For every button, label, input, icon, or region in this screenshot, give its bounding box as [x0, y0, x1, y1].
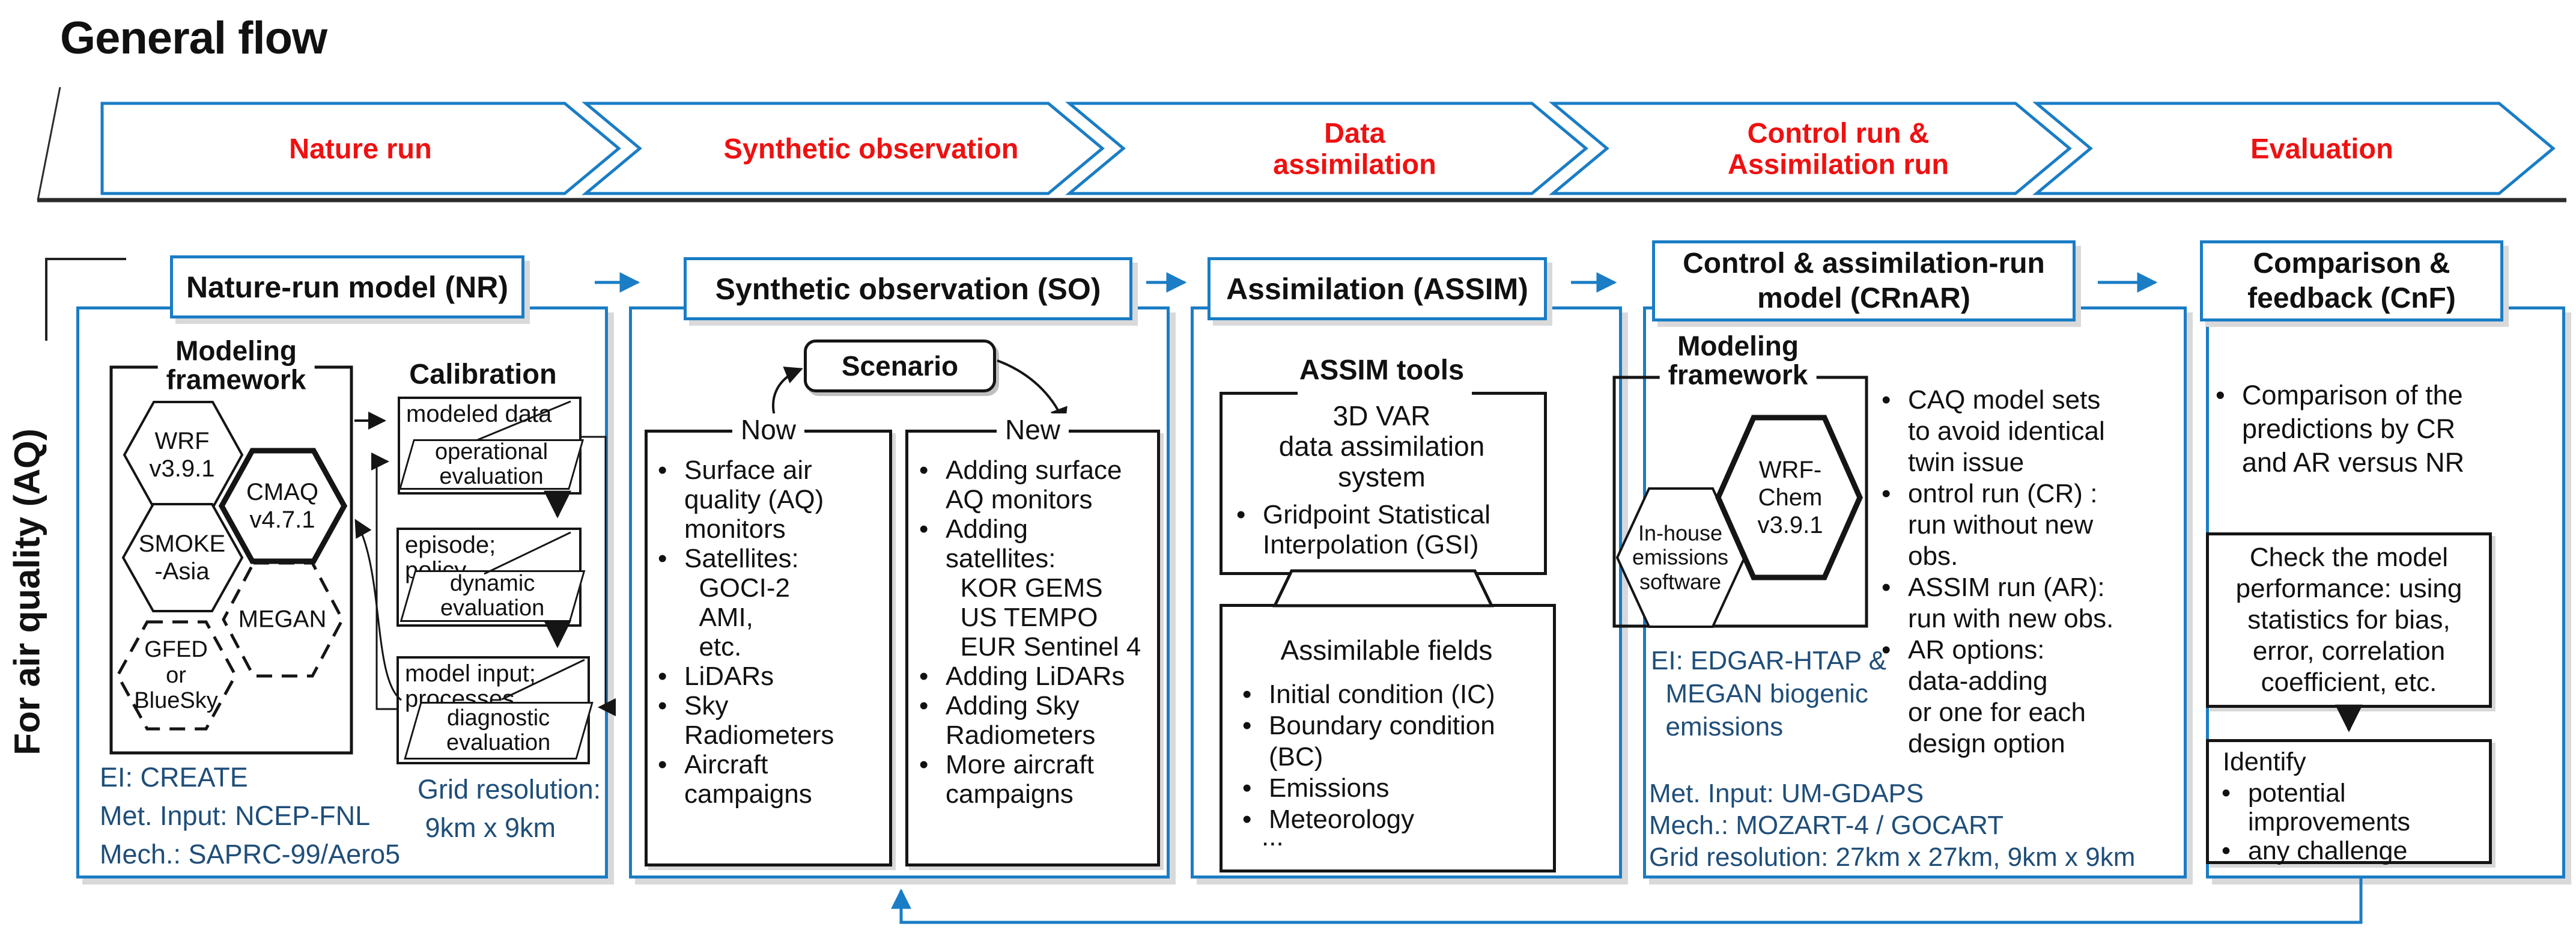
assim-tools-line2: data assimilation system — [1278, 430, 1485, 492]
hex-wrf-label: WRF v3.9.1 — [149, 428, 215, 482]
list-item: Sky Radiometers — [652, 691, 884, 750]
step-evaluation: Evaluation — [2250, 132, 2393, 165]
operational-evaluation-label: operational evaluation — [434, 439, 548, 489]
identify-title: Identify — [2223, 748, 2306, 776]
list-item: Emissions — [1236, 773, 1543, 804]
scenario-label: Scenario — [841, 350, 959, 382]
nr-title-box: Nature-run model (NR) — [170, 255, 524, 318]
timeline-slant — [37, 87, 61, 201]
modeled-data-label: modeled data — [406, 401, 552, 427]
assim-fields-list: Initial condition (IC) Boundary conditio… — [1236, 679, 1543, 835]
hex-inhouse-label: In-house emissions software — [1632, 520, 1729, 594]
list-item: Adding LiDARs — [913, 662, 1156, 691]
dynamic-evaluation-shape: dynamic evaluation — [399, 570, 586, 622]
list-item: Surface air quality (AQ) monitors — [652, 455, 884, 544]
step-data-assim: Data assimilation — [1273, 117, 1436, 180]
scenario-box: Scenario — [804, 340, 996, 392]
now-list: Surface air quality (AQ) monitors Satell… — [652, 455, 884, 809]
diagnostic-evaluation-label: diagnostic evaluation — [446, 705, 551, 755]
hex-gfed-label: GFED or BlueSky — [134, 637, 218, 714]
check-performance-box: Check the model performance: using stati… — [2206, 532, 2492, 708]
so-title: Synthetic observation (SO) — [715, 272, 1101, 306]
new-label: New — [996, 413, 1069, 446]
nr-info-left: EI: CREATE Met. Input: NCEP-FNL Mech.: S… — [100, 762, 401, 869]
hex-smoke-label: SMOKE -Asia — [138, 531, 226, 585]
list-item: LiDARs — [652, 662, 884, 691]
modeled-data-box: modeled data operational evaluation — [398, 397, 585, 495]
list-item: Aircraft campaigns — [652, 750, 884, 809]
episode-policy-box: episode; policy dynamic evaluation — [396, 528, 586, 627]
step-nature-run: Nature run — [289, 132, 432, 165]
list-item: Initial condition (IC) — [1236, 679, 1543, 710]
step-synthetic-obs: Synthetic observation — [723, 132, 1019, 165]
list-item: CAQ model sets to avoid identical twin i… — [1876, 385, 2182, 478]
assim-fields-ellipsis: ... — [1262, 822, 1284, 851]
list-item: ontrol run (CR) : run without new obs. — [1876, 478, 2182, 572]
crnar-title: Control & assimilation-run model (CRnAR) — [1683, 247, 2045, 314]
list-item: any challenge — [2216, 836, 2480, 865]
dynamic-evaluation-label: dynamic evaluation — [440, 570, 545, 621]
list-item: potential improvements — [2216, 779, 2480, 836]
cnf-title: Comparison & feedback (CnF) — [2247, 247, 2456, 314]
assim-tools-bullet-list: Gridpoint Statistical Interpolation (GSI… — [1230, 500, 1531, 560]
step-control-run: Control run & Assimilation run — [1727, 117, 1949, 180]
hex-wrfchem-label: WRF- Chem v3.9.1 — [1757, 457, 1823, 538]
hex-cmaq-label: CMAQ v4.7.1 — [246, 479, 318, 533]
assim-title: Assimilation (ASSIM) — [1226, 272, 1528, 306]
assim-tools-line1: 3D VAR — [1332, 400, 1431, 431]
hex-megan-label: MEGAN — [238, 606, 327, 633]
diagnostic-evaluation-shape: diagnostic evaluation — [404, 702, 594, 760]
list-item: Adding Sky Radiometers — [913, 691, 1156, 750]
list-item: Gridpoint Statistical Interpolation (GSI… — [1230, 500, 1531, 560]
identify-list: potential improvements any challenge — [2216, 779, 2480, 865]
list-item: AR options: data-adding or one for each … — [1876, 635, 2182, 760]
model-input-box: model input; processes diagnostic evalua… — [396, 656, 594, 764]
cnf-title-box: Comparison & feedback (CnF) — [2200, 240, 2503, 321]
nr-calibration-label: Calibration — [409, 358, 557, 390]
crnar-list: CAQ model sets to avoid identical twin i… — [1876, 385, 2182, 760]
so-title-box: Synthetic observation (SO) — [684, 257, 1132, 320]
crnar-info-top: EI: EDGAR-HTAP & MEGAN biogenic emission… — [1651, 646, 1887, 741]
page-title: General flow — [60, 13, 327, 64]
nr-info-right: Grid resolution: 9km x 9km — [418, 774, 601, 843]
list-item: Adding surface AQ monitors — [913, 455, 1156, 514]
list-item: Satellites: GOCI-2 AMI, etc. — [652, 544, 884, 662]
list-item: Adding satellites: KOR GEMS US TEMPO EUR… — [913, 514, 1156, 662]
list-item: More aircraft campaigns — [913, 750, 1156, 809]
list-item: Meteorology — [1236, 804, 1543, 835]
crnar-info-bottom: Met. Input: UM-GDAPS Mech.: MOZART-4 / G… — [1649, 779, 2136, 872]
list-item: Comparison of the predictions by CR and … — [2210, 379, 2552, 480]
nr-framework-label: Modeling framework — [157, 336, 315, 395]
new-list: Adding surface AQ monitors Adding satell… — [913, 455, 1156, 809]
assim-tools-label: ASSIM tools — [1299, 353, 1465, 386]
cnf-bullet-list: Comparison of the predictions by CR and … — [2210, 379, 2552, 480]
now-label: Now — [732, 413, 805, 446]
operational-evaluation-shape: operational evaluation — [398, 439, 585, 490]
side-label: For air quality (AQ) — [7, 428, 47, 755]
crnar-framework-label: Modeling framework — [1659, 332, 1817, 390]
list-item: Boundary condition (BC) — [1236, 710, 1543, 773]
nr-title: Nature-run model (NR) — [186, 270, 509, 304]
assim-tools-border-gap — [1298, 388, 1472, 397]
assim-fields-title: Assimilable fields — [1280, 635, 1493, 666]
check-performance-text: Check the model performance: using stati… — [2235, 543, 2462, 697]
assim-title-box: Assimilation (ASSIM) — [1208, 257, 1547, 320]
feedback-loop-arrow — [891, 878, 2363, 924]
list-item: ASSIM run (AR): run with new obs. — [1876, 572, 2182, 635]
crnar-title-box: Control & assimilation-run model (CRnAR) — [1652, 240, 2076, 321]
